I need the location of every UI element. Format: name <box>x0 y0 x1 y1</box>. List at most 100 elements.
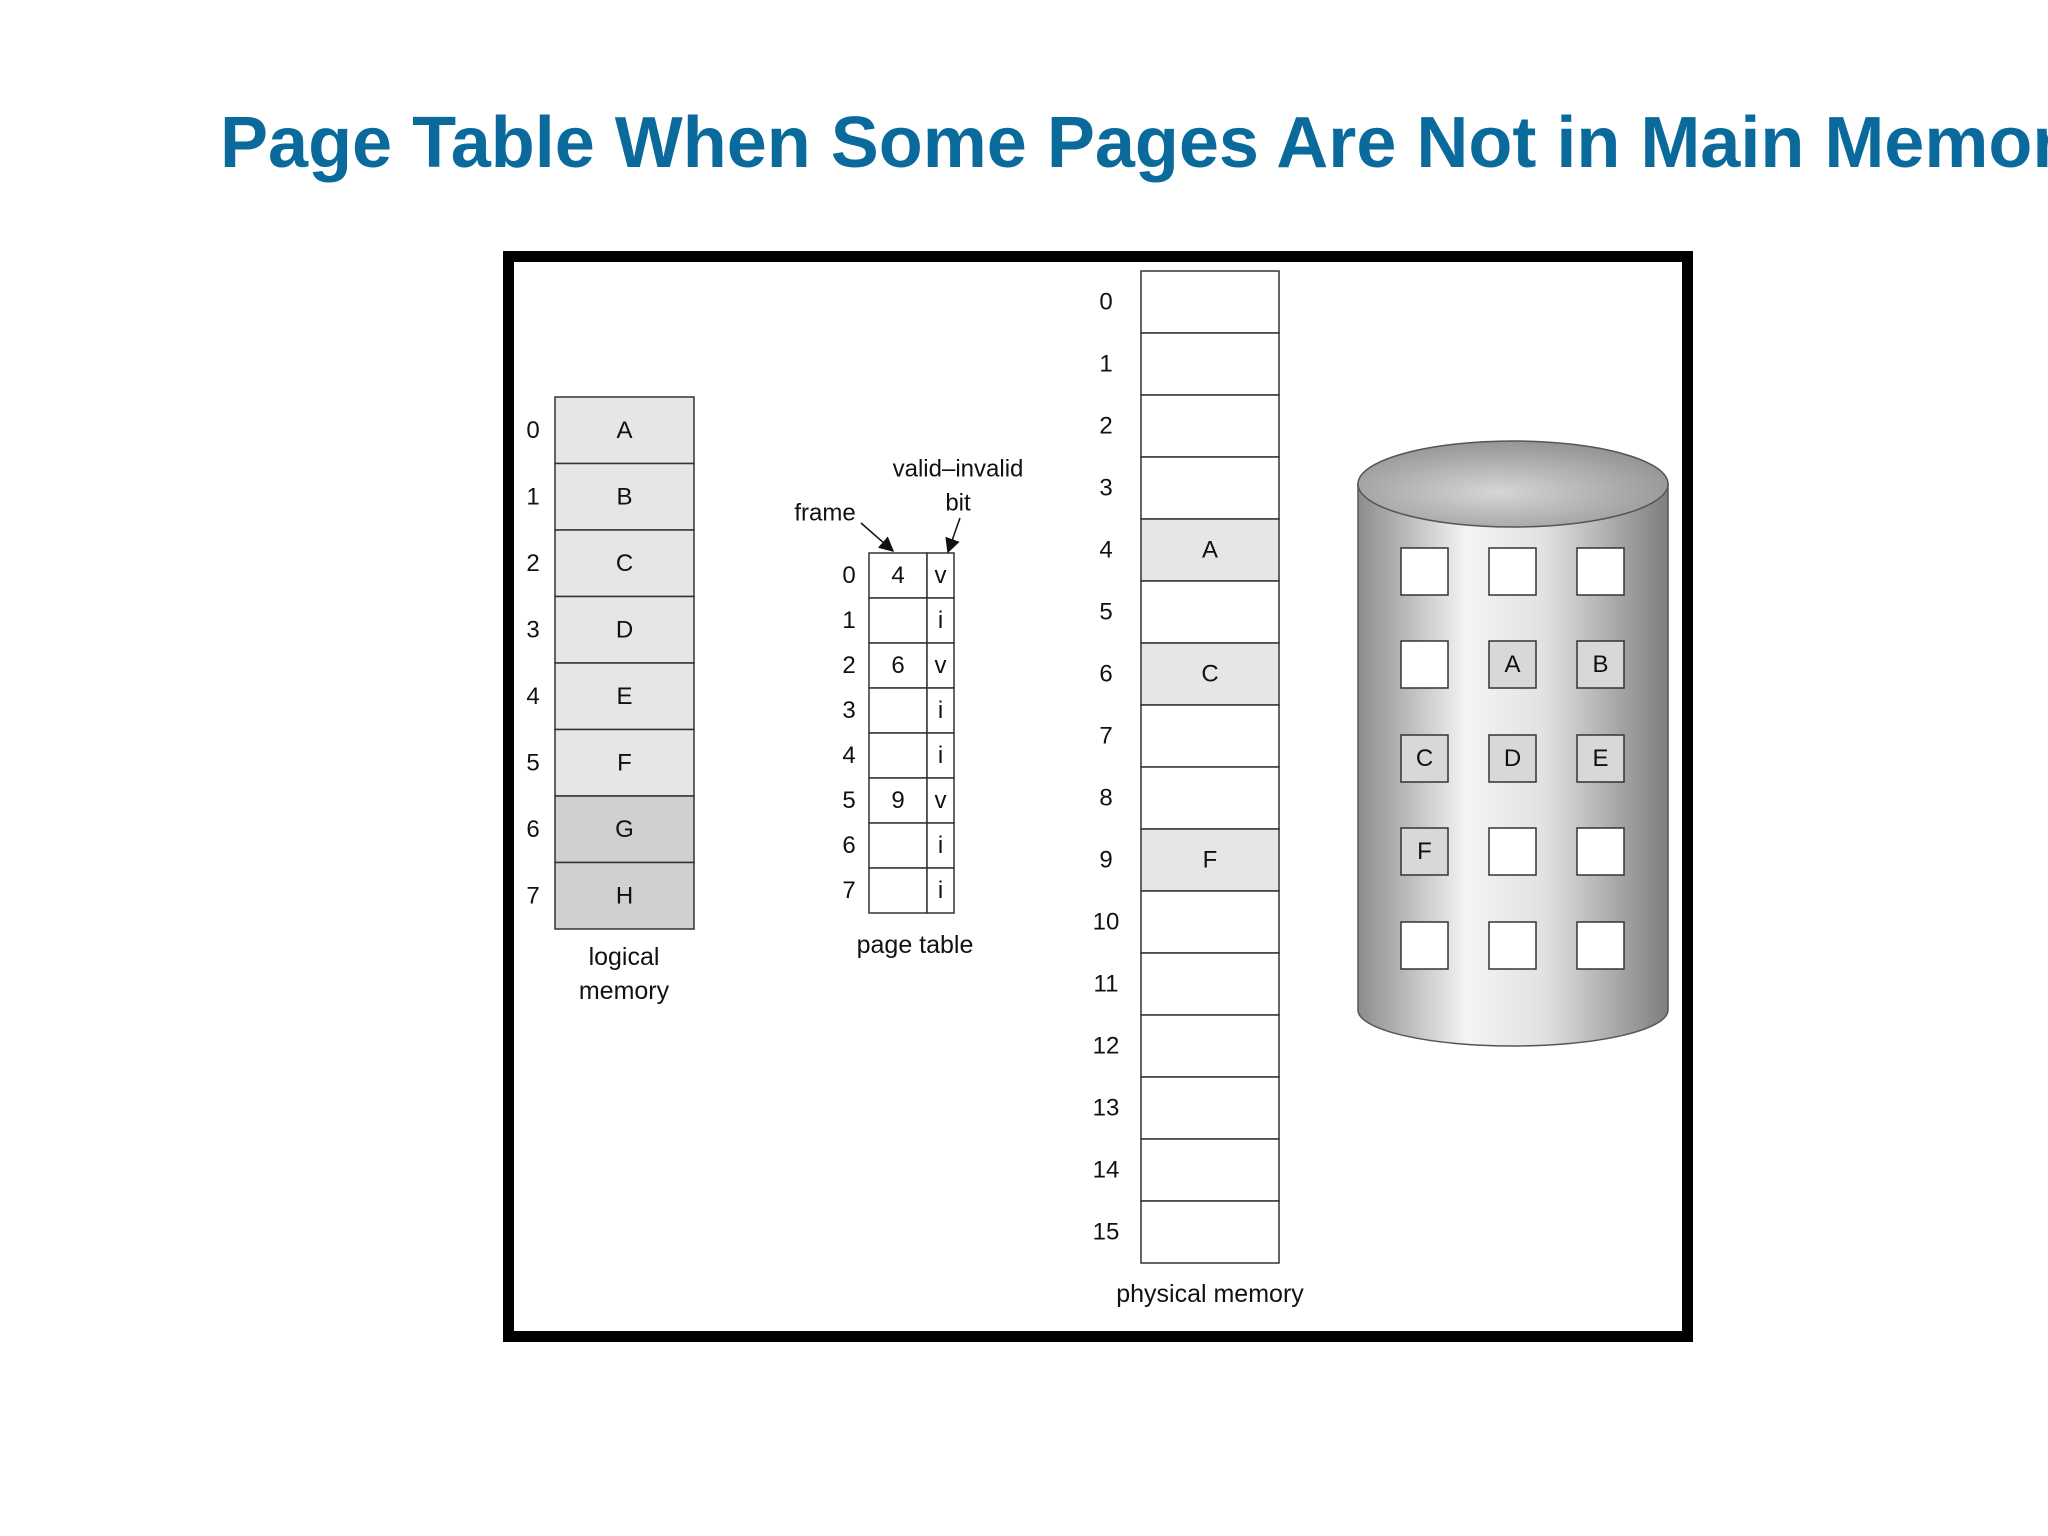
physical-frame-index: 5 <box>1099 599 1112 626</box>
page-table-bit-cell <box>926 687 955 734</box>
frame-label: frame <box>794 500 855 527</box>
physical-frame-cell <box>1140 518 1280 582</box>
disk-page-cell <box>1400 547 1449 596</box>
page-table-valid-bit: i <box>938 742 943 769</box>
physical-frame-index: 2 <box>1099 413 1112 440</box>
page-table-valid-bit: v <box>935 652 947 679</box>
page-table-index: 7 <box>842 877 855 904</box>
disk-page-label: F <box>1417 838 1432 865</box>
disk-page-cell <box>1576 827 1625 876</box>
page-table-bit-cell <box>926 777 955 824</box>
logical-page-index: 3 <box>526 616 539 643</box>
physical-frame-cell <box>1140 580 1280 644</box>
physical-frame-cell <box>1140 394 1280 458</box>
physical-frame-cell <box>1140 952 1280 1016</box>
physical-frame-cell <box>1140 456 1280 520</box>
page-table-valid-bit: i <box>938 607 943 634</box>
page-table-index: 0 <box>842 562 855 589</box>
logical-page-cell <box>554 462 695 531</box>
page-table-frame-number: 6 <box>891 652 904 679</box>
page-table-index: 3 <box>842 697 855 724</box>
disk-page-label: A <box>1504 651 1520 678</box>
page-table-frame-cell <box>868 552 928 599</box>
frame-pointer-arrow <box>860 522 895 552</box>
disk-page-cell <box>1488 827 1537 876</box>
page-table-frame-number: 4 <box>891 562 904 589</box>
page-table-frame-cell <box>868 867 928 914</box>
physical-frame-index: 7 <box>1099 723 1112 750</box>
disk-page-label: B <box>1592 651 1608 678</box>
logical-page-cell <box>554 795 695 864</box>
disk-page-label: C <box>1416 745 1433 772</box>
page-table-index: 2 <box>842 652 855 679</box>
physical-frame-cell <box>1140 1200 1280 1264</box>
physical-frame-index: 4 <box>1099 537 1112 564</box>
disk-page-cell <box>1576 734 1625 783</box>
disk-page-cell <box>1576 640 1625 689</box>
page-table-bit-cell <box>926 732 955 779</box>
physical-memory-caption: physical memory <box>1116 1280 1304 1308</box>
logical-page-index: 2 <box>526 550 539 577</box>
physical-frame-index: 8 <box>1099 785 1112 812</box>
physical-frame-cell <box>1140 766 1280 830</box>
physical-frame-cell <box>1140 828 1280 892</box>
physical-frame-index: 0 <box>1099 289 1112 316</box>
valid-invalid-label: bit <box>945 490 971 517</box>
physical-frame-cell <box>1140 332 1280 396</box>
page-table-valid-bit: i <box>938 877 943 904</box>
page-table-bit-cell <box>926 597 955 644</box>
physical-frame-label: F <box>1203 847 1218 874</box>
physical-frame-index: 3 <box>1099 475 1112 502</box>
disk-page-label: D <box>1504 745 1521 772</box>
page-table-index: 6 <box>842 832 855 859</box>
logical-memory-caption: logical <box>589 943 660 971</box>
physical-frame-label: A <box>1202 537 1218 564</box>
disk-page-cell <box>1400 734 1449 783</box>
page-table-frame-number: 9 <box>891 787 904 814</box>
physical-frame-index: 11 <box>1094 971 1119 998</box>
page-table-bit-cell <box>926 642 955 689</box>
page-table-index: 4 <box>842 742 855 769</box>
page-table-valid-bit: i <box>938 832 943 859</box>
page-table-frame-cell <box>868 597 928 644</box>
physical-frame-index: 15 <box>1093 1219 1120 1246</box>
physical-frame-cell <box>1140 642 1280 706</box>
logical-page-index: 5 <box>526 749 539 776</box>
logical-page-cell <box>554 396 695 465</box>
disk-page-cell <box>1576 547 1625 596</box>
logical-page-cell <box>554 861 695 930</box>
physical-frame-index: 10 <box>1093 909 1120 936</box>
page-table-valid-bit: i <box>938 697 943 724</box>
disk-page-cell <box>1488 921 1537 970</box>
slide-title: Page Table When Some Pages Are Not in Ma… <box>220 103 2048 183</box>
physical-frame-cell <box>1140 704 1280 768</box>
disk-group: A B C D E F <box>1357 440 1669 1047</box>
physical-frame-index: 1 <box>1099 351 1112 378</box>
disk-page-cell <box>1576 921 1625 970</box>
logical-page-index: 0 <box>526 417 539 444</box>
logical-page-label: E <box>616 683 632 710</box>
valid-bit-pointer-arrow <box>945 517 961 554</box>
page-table-frame-cell <box>868 642 928 689</box>
physical-frame-cell <box>1140 1138 1280 1202</box>
disk-page-cell <box>1400 827 1449 876</box>
disk-page-label: E <box>1592 745 1608 772</box>
logical-page-index: 6 <box>526 816 539 843</box>
logical-page-label: F <box>617 749 632 776</box>
page-table-caption: page table <box>857 931 974 959</box>
physical-frame-label: C <box>1201 661 1218 688</box>
page-table-frame-cell <box>868 732 928 779</box>
logical-page-label: C <box>616 550 633 577</box>
logical-page-index: 1 <box>526 483 539 510</box>
page-table-frame-cell <box>868 822 928 869</box>
page-table-index: 5 <box>842 787 855 814</box>
physical-frame-cell <box>1140 270 1280 334</box>
disk-page-cell <box>1488 640 1537 689</box>
logical-page-label: A <box>616 417 632 444</box>
physical-frame-cell <box>1140 1076 1280 1140</box>
physical-frame-index: 13 <box>1093 1095 1120 1122</box>
logical-memory-caption: memory <box>579 977 670 1005</box>
